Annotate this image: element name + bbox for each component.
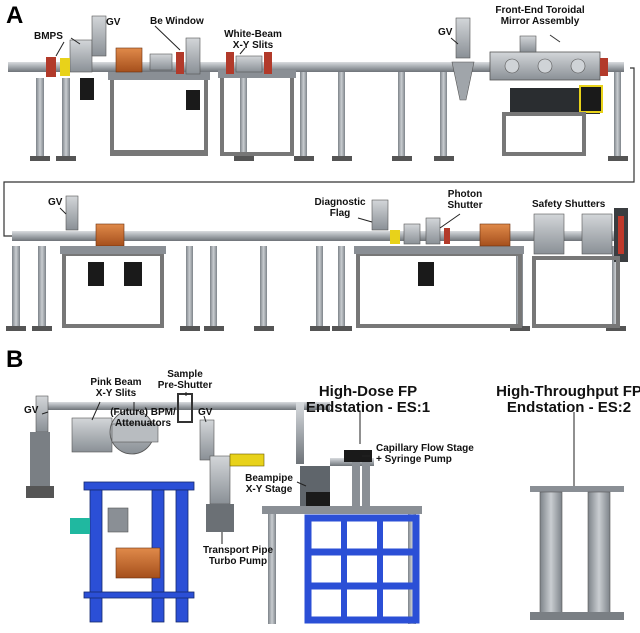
toroidal-stand xyxy=(502,112,586,156)
label-high-throughput-endstation: High-Throughput FP Endstation - ES:2 xyxy=(494,384,640,416)
stand-2 xyxy=(220,74,294,156)
panel-b xyxy=(26,393,624,624)
support-posts xyxy=(36,72,621,160)
label-hd-line2: Endstation - ES:1 xyxy=(305,398,431,416)
label-white-beam-line2: X-Y Slits xyxy=(232,39,274,51)
safety-shutter-1 xyxy=(533,213,565,255)
label-beampipe-stage: Beampipe X-Y Stage xyxy=(240,473,298,495)
safety-shutter-2 xyxy=(581,213,613,255)
beam-pipe xyxy=(8,62,624,72)
diagnostic-flag xyxy=(371,199,389,231)
panel-a-row2 xyxy=(6,195,628,331)
beam-pipe-b xyxy=(40,402,330,410)
copper-pump xyxy=(115,547,161,579)
label-bmps: BMPS xyxy=(34,31,63,42)
label-toroidal-line2: Mirror Assembly xyxy=(500,15,580,27)
label-toroidal: Front-End Toroidal Mirror Assembly xyxy=(480,5,600,27)
label-pink-beam-slits: Pink Beam X-Y Slits xyxy=(88,377,144,399)
es1-blue-frame xyxy=(304,514,420,624)
pipe-riser xyxy=(296,402,304,464)
slit-flange-1 xyxy=(226,52,234,74)
label-sample-pre-shutter: Sample Pre-Shutter xyxy=(152,369,218,391)
transport-pipe xyxy=(209,455,231,505)
label-safety-shutters: Safety Shutters xyxy=(532,199,606,210)
be-window-flange xyxy=(176,52,184,74)
copper-box-2 xyxy=(95,223,125,247)
gv-valve-1 xyxy=(91,15,107,57)
label-white-beam-line1: White-Beam xyxy=(224,29,282,40)
label-gv-a2: GV xyxy=(438,27,453,38)
label-capillary-flow: Capillary Flow Stage + Syringe Pump xyxy=(376,443,474,465)
label-bpm-line1: (Future) BPM/ xyxy=(110,407,176,418)
post-feet xyxy=(30,156,628,161)
stand-1 xyxy=(110,74,208,156)
label-ht-line2: Endstation - ES:2 xyxy=(506,398,632,416)
capillary-flow-stage xyxy=(344,450,372,462)
panel-label-b: B xyxy=(6,346,24,373)
label-photon-line1: Photon xyxy=(447,189,483,200)
label-bpm-attenuators: (Future) BPM/ Attenuators xyxy=(106,407,180,429)
label-diagnostic-line1: Diagnostic xyxy=(314,197,366,208)
label-pink-line2: X-Y Slits xyxy=(95,387,137,399)
label-bp-line1: Beampipe xyxy=(245,473,293,484)
label-sample-line1: Sample xyxy=(167,369,203,380)
gv-body-1 xyxy=(69,39,93,73)
es1-table-top xyxy=(262,506,422,514)
yellow-section xyxy=(229,453,265,467)
leader-lines xyxy=(41,25,575,544)
label-photon-shutter: Photon Shutter xyxy=(440,189,490,211)
photon-shutter xyxy=(425,217,441,245)
turbo-pump xyxy=(206,504,234,532)
label-diagnostic-flag: Diagnostic Flag xyxy=(310,197,370,219)
panel-label-a: A xyxy=(6,2,24,29)
label-white-beam-slits: White-Beam X-Y Slits xyxy=(220,29,286,51)
label-ht-line1: High-Throughput FP xyxy=(496,383,640,400)
gv-b-2 xyxy=(199,419,215,461)
label-pink-line1: Pink Beam xyxy=(90,377,142,388)
label-diagnostic-line2: Flag xyxy=(329,207,351,219)
label-gv-b1: GV xyxy=(24,405,39,416)
gv-row2 xyxy=(65,195,79,231)
label-sample-line2: Pre-Shutter xyxy=(157,379,213,391)
label-tp-line2: Turbo Pump xyxy=(208,555,268,567)
beam-pipe-2 xyxy=(12,231,620,241)
label-toroidal-line1: Front-End Toroidal xyxy=(495,5,585,16)
copper-box-1 xyxy=(115,47,143,73)
label-cap-line2: + Syringe Pump xyxy=(376,453,452,465)
gv-body-2 xyxy=(455,17,471,59)
label-transport-pipe: Transport Pipe Turbo Pump xyxy=(196,545,280,567)
label-photon-line2: Shutter xyxy=(447,199,483,211)
slit-flange-2 xyxy=(264,52,272,74)
label-gv-a3: GV xyxy=(48,197,63,208)
label-gv-a1: GV xyxy=(106,17,121,28)
label-hd-line1: High-Dose FP xyxy=(318,383,418,400)
label-tp-line1: Transport Pipe xyxy=(202,545,273,556)
row-connector xyxy=(3,67,635,237)
label-be-window: Be Window xyxy=(150,16,204,27)
es2-pillars xyxy=(530,486,624,620)
label-cap-line1: Capillary Flow Stage xyxy=(376,443,474,454)
bmps-flange xyxy=(46,57,56,77)
label-bpm-line2: Attenuators xyxy=(114,417,172,429)
label-bp-line2: X-Y Stage xyxy=(245,483,293,495)
sample-pre-shutter xyxy=(177,393,193,423)
copper-box-3 xyxy=(479,223,511,247)
label-gv-b2: GV xyxy=(198,407,213,418)
panel-a-row1 xyxy=(8,15,628,161)
label-high-dose-endstation: High-Dose FP Endstation - ES:1 xyxy=(298,384,438,416)
